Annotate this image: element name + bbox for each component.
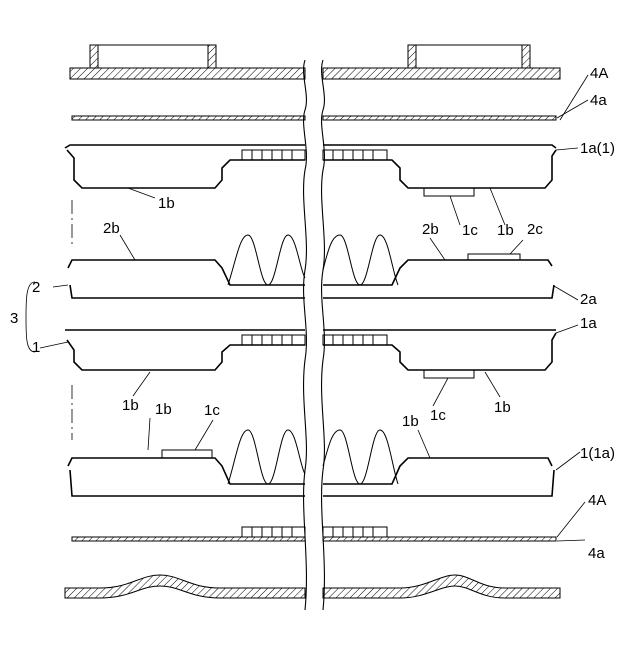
plate-1-middle	[65, 330, 556, 378]
bottom-sheet-4A-4a	[72, 527, 556, 541]
label-4a-top: 4a	[590, 92, 607, 109]
label-4a-bottom: 4a	[588, 545, 605, 562]
label-1b-plate1-left: 1b	[158, 195, 175, 212]
label-1b-plate3-right: 1b	[494, 399, 511, 416]
label-1a-1: 1a(1)	[580, 140, 615, 157]
top-end-plate-4A	[70, 45, 560, 79]
label-2b-left: 2b	[103, 220, 120, 237]
label-2: 2	[32, 279, 40, 296]
break-lines	[304, 60, 325, 610]
label-2a: 2a	[580, 291, 597, 308]
top-sheet-4a	[72, 116, 556, 120]
label-4A-top: 4A	[590, 65, 608, 82]
plate-1-1a-bottom	[68, 430, 554, 496]
label-1b-plate1-right: 1b	[497, 222, 514, 239]
bottom-wavy-plate	[65, 575, 560, 598]
label-2b-right: 2b	[422, 221, 439, 238]
label-1c-plate1: 1c	[462, 222, 478, 239]
label-1-1a: 1(1a)	[580, 445, 615, 462]
label-1b-plate4-a: 1b	[155, 401, 172, 418]
plate-2	[68, 235, 554, 298]
label-3: 3	[10, 310, 18, 327]
label-1b-plate4-b: 1b	[402, 413, 419, 430]
label-1b-plate3-left: 1b	[122, 397, 139, 414]
label-4A-bottom: 4A	[588, 492, 606, 509]
label-2c: 2c	[527, 221, 543, 238]
label-1c-plate3: 1c	[430, 407, 446, 424]
plate-1a-1	[65, 145, 556, 196]
label-1: 1	[32, 339, 40, 356]
reference-labels: 4A 4a 1a(1) 1b 1c 1b 2b 2b 2c 2a 3 2 1 1…	[10, 65, 615, 562]
label-1a: 1a	[580, 315, 597, 332]
label-1c-plate4: 1c	[204, 402, 220, 419]
